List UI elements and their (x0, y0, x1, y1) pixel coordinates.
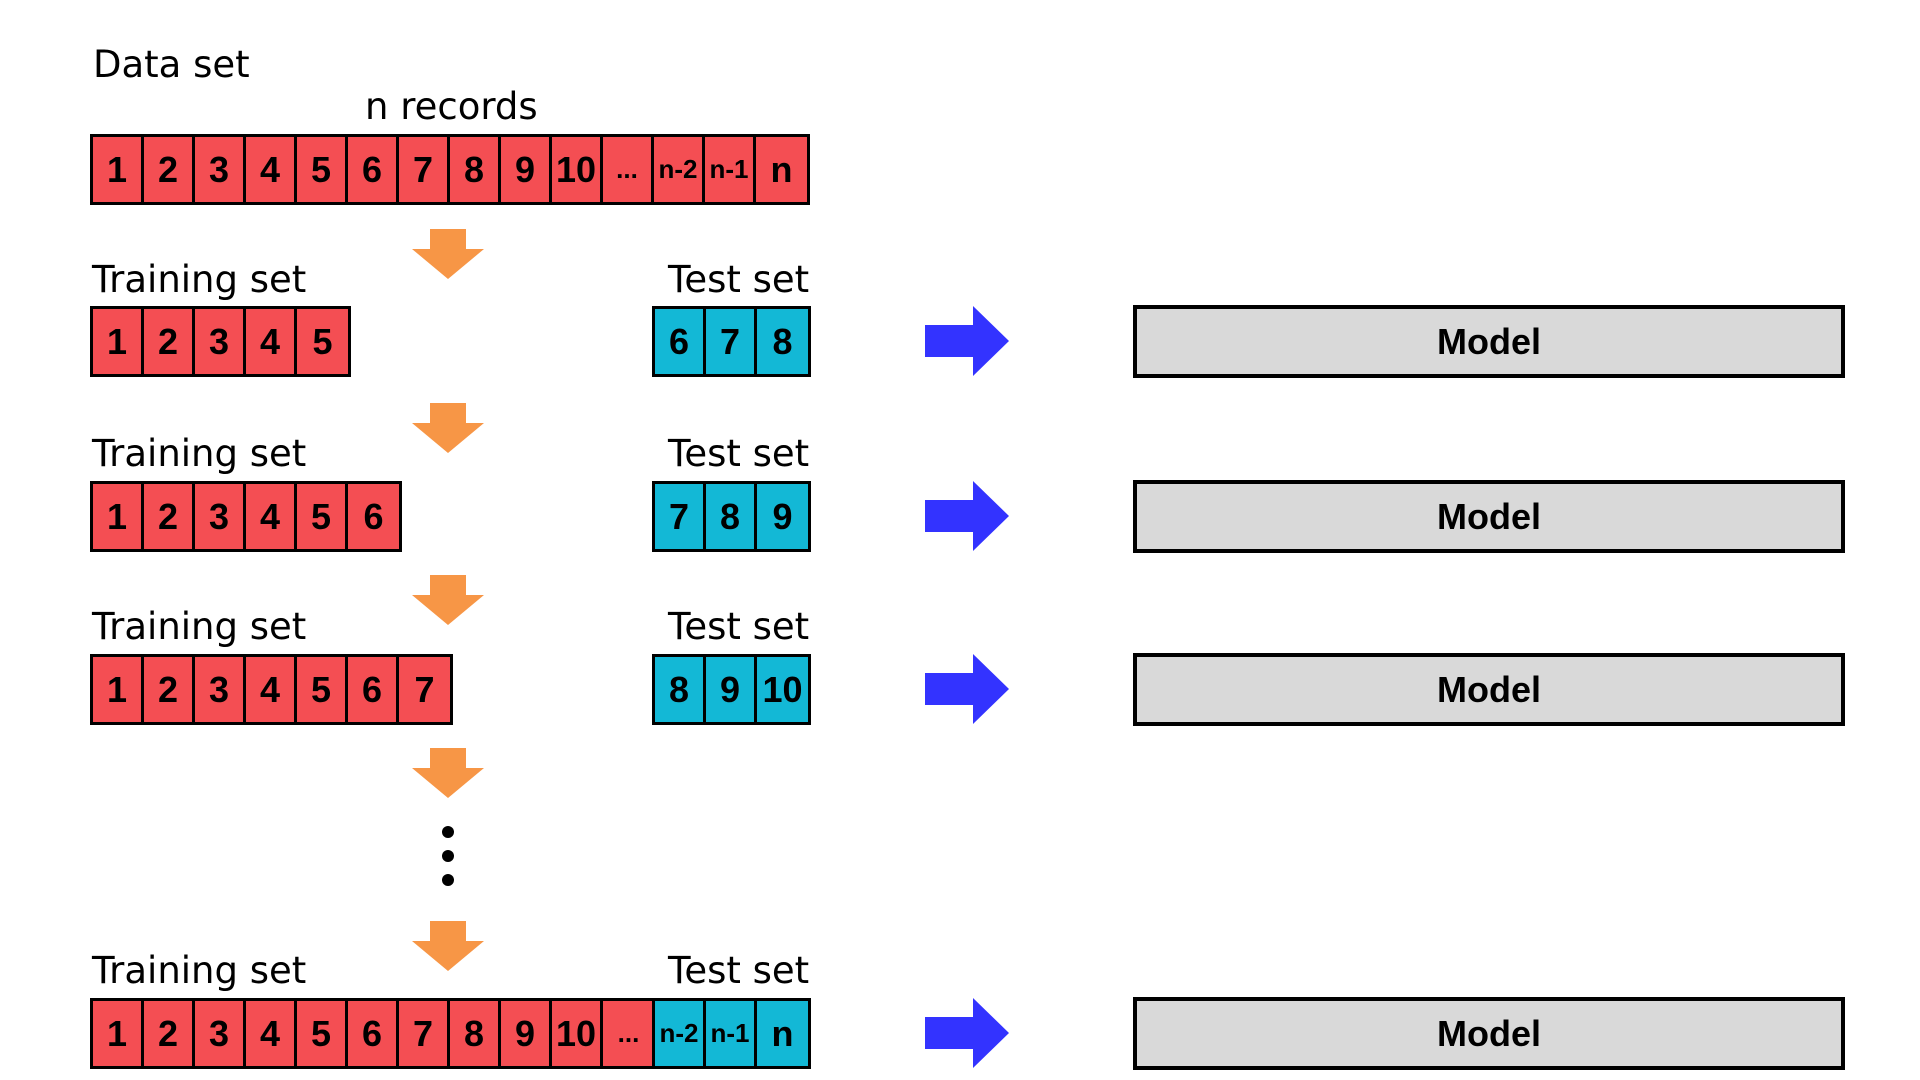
test-record-cell: 8 (706, 484, 757, 549)
test-record-cell: n-1 (706, 1001, 757, 1066)
dataset-record-cell: ... (603, 137, 654, 202)
test-set-label: Test set (668, 258, 810, 301)
training-record-cell: 5 (297, 1001, 348, 1066)
vertical-ellipsis-icon (442, 826, 454, 886)
training-set-label: Training set (92, 949, 307, 992)
training-record-cell: 1 (93, 657, 144, 722)
training-record-cell: 6 (348, 657, 399, 722)
training-record-cell: 2 (144, 484, 195, 549)
test-record-cell: 8 (655, 657, 706, 722)
down-arrow-icon (412, 921, 484, 971)
dataset-record-cell: n (756, 137, 807, 202)
training-record-cell: 1 (93, 309, 144, 374)
test-record-cell: 9 (757, 484, 808, 549)
training-record-cell: 2 (144, 657, 195, 722)
test-record-cell: 10 (757, 657, 808, 722)
test-set-label: Test set (668, 432, 810, 475)
right-arrow-icon (925, 481, 1009, 551)
test-record-cell: 8 (757, 309, 808, 374)
training-record-cell: 4 (246, 484, 297, 549)
training-record-cell: 2 (144, 1001, 195, 1066)
dataset-record-cell: 2 (144, 137, 195, 202)
dataset-record-cell: 3 (195, 137, 246, 202)
training-record-cell: 3 (195, 657, 246, 722)
model-box: Model (1133, 653, 1845, 726)
right-arrow-icon (925, 998, 1009, 1068)
training-record-cell: 1 (93, 1001, 144, 1066)
training-set-label: Training set (92, 605, 307, 648)
test-set-label: Test set (668, 605, 810, 648)
training-set-label: Training set (92, 258, 307, 301)
dataset-record-cell: n-2 (654, 137, 705, 202)
training-record-cell: 5 (297, 309, 348, 374)
training-record-cell: 6 (348, 484, 399, 549)
training-record-cell: 5 (297, 657, 348, 722)
test-record-cell: n-2 (655, 1001, 706, 1066)
dataset-title: Data set (93, 43, 250, 86)
dataset-record-cell: n-1 (705, 137, 756, 202)
test-record-cell: 6 (655, 309, 706, 374)
model-box: Model (1133, 997, 1845, 1070)
dataset-subtitle: n records (365, 85, 538, 128)
dataset-record-cell: 6 (348, 137, 399, 202)
dataset-record-cell: 1 (93, 137, 144, 202)
down-arrow-icon (412, 575, 484, 625)
training-record-cell: 5 (297, 484, 348, 549)
training-record-cell: ... (603, 1001, 654, 1066)
dataset-record-cell: 10 (552, 137, 603, 202)
right-arrow-icon (925, 306, 1009, 376)
test-record-cell: 7 (706, 309, 757, 374)
training-record-cell: 6 (348, 1001, 399, 1066)
test-set-label: Test set (668, 949, 810, 992)
training-record-cell: 3 (195, 309, 246, 374)
dataset-record-cell: 5 (297, 137, 348, 202)
training-record-cell: 3 (195, 1001, 246, 1066)
dataset-record-cell: 4 (246, 137, 297, 202)
dataset-record-cell: 8 (450, 137, 501, 202)
dataset-record-cell: 9 (501, 137, 552, 202)
training-record-cell: 10 (552, 1001, 603, 1066)
test-record-cell: n (757, 1001, 808, 1066)
right-arrow-icon (925, 654, 1009, 724)
training-set-label: Training set (92, 432, 307, 475)
model-box: Model (1133, 480, 1845, 553)
model-box: Model (1133, 305, 1845, 378)
training-record-cell: 4 (246, 1001, 297, 1066)
training-record-cell: 4 (246, 309, 297, 374)
training-record-cell: 4 (246, 657, 297, 722)
training-record-cell: 3 (195, 484, 246, 549)
training-record-cell: 1 (93, 484, 144, 549)
training-record-cell: 2 (144, 309, 195, 374)
test-record-cell: 9 (706, 657, 757, 722)
training-record-cell: 7 (399, 1001, 450, 1066)
training-record-cell: 8 (450, 1001, 501, 1066)
down-arrow-icon (412, 229, 484, 279)
down-arrow-icon (412, 403, 484, 453)
training-record-cell: 9 (501, 1001, 552, 1066)
down-arrow-icon (412, 748, 484, 798)
test-record-cell: 7 (655, 484, 706, 549)
training-record-cell: 7 (399, 657, 450, 722)
dataset-record-cell: 7 (399, 137, 450, 202)
